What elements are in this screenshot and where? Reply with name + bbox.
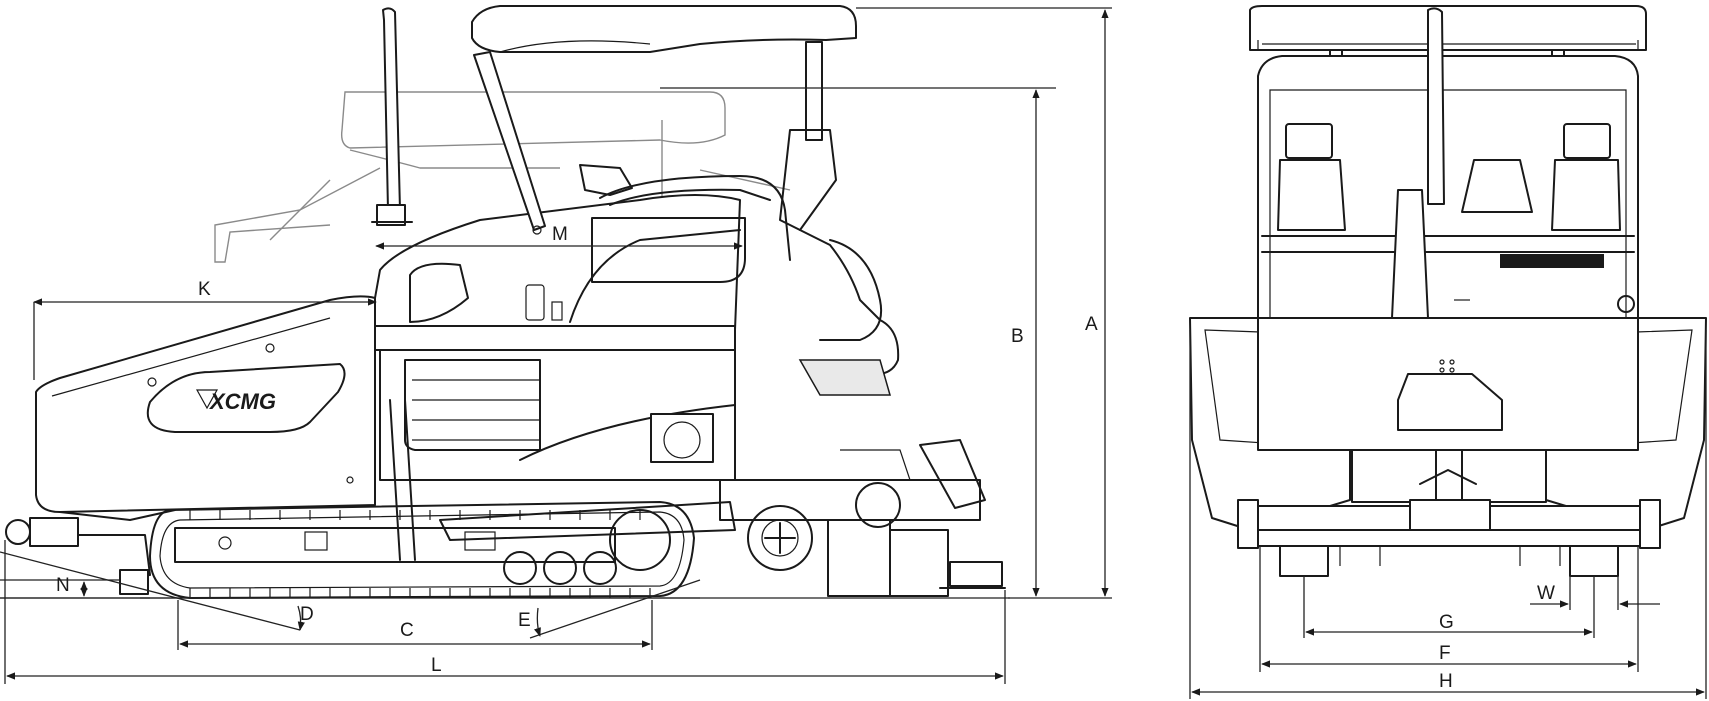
rear-cab-frame <box>1257 7 1639 341</box>
rear-roof <box>1249 5 1647 69</box>
dimension-B: B <box>660 87 1056 597</box>
dimension-A: A <box>856 7 1112 599</box>
label-E: E <box>518 610 531 631</box>
track-links <box>189 510 651 598</box>
paver-body: XCMG <box>35 295 376 513</box>
exhaust-pipe <box>371 7 413 226</box>
label-A: A <box>1085 314 1098 335</box>
label-F: F <box>1439 643 1451 664</box>
crawler-track <box>5 399 736 599</box>
label-G: G <box>1439 612 1454 633</box>
steering-frame <box>579 129 900 396</box>
dimension-C: C <box>177 600 653 650</box>
rear-hopper <box>1189 317 1707 531</box>
dimension-W: W <box>1530 576 1660 610</box>
auger-screed-assembly <box>719 439 1006 597</box>
sun-roof <box>471 5 857 235</box>
label-M: M <box>552 224 568 245</box>
label-C: C <box>400 620 414 641</box>
dimension-H: H <box>1189 330 1707 699</box>
side-view: XCMG <box>0 5 1112 684</box>
dimension-G: G <box>1303 576 1595 638</box>
label-K: K <box>198 279 211 300</box>
label-B: B <box>1011 326 1024 347</box>
lowered-roof-ghost <box>214 91 791 263</box>
rear-view: G W F H <box>1189 5 1707 699</box>
label-H: H <box>1439 671 1453 692</box>
dimension-M: M <box>375 224 743 250</box>
brand-logo: XCMG <box>208 389 276 414</box>
label-W: W <box>1537 583 1555 604</box>
operator-platform <box>374 194 746 481</box>
rear-screed <box>1237 499 1661 577</box>
dimension-F: F <box>1259 546 1639 672</box>
label-L: L <box>431 655 442 676</box>
dimension-K: K <box>33 279 377 380</box>
dimension-L: L <box>4 540 1006 684</box>
label-N: N <box>56 575 70 596</box>
label-D: D <box>300 604 314 625</box>
